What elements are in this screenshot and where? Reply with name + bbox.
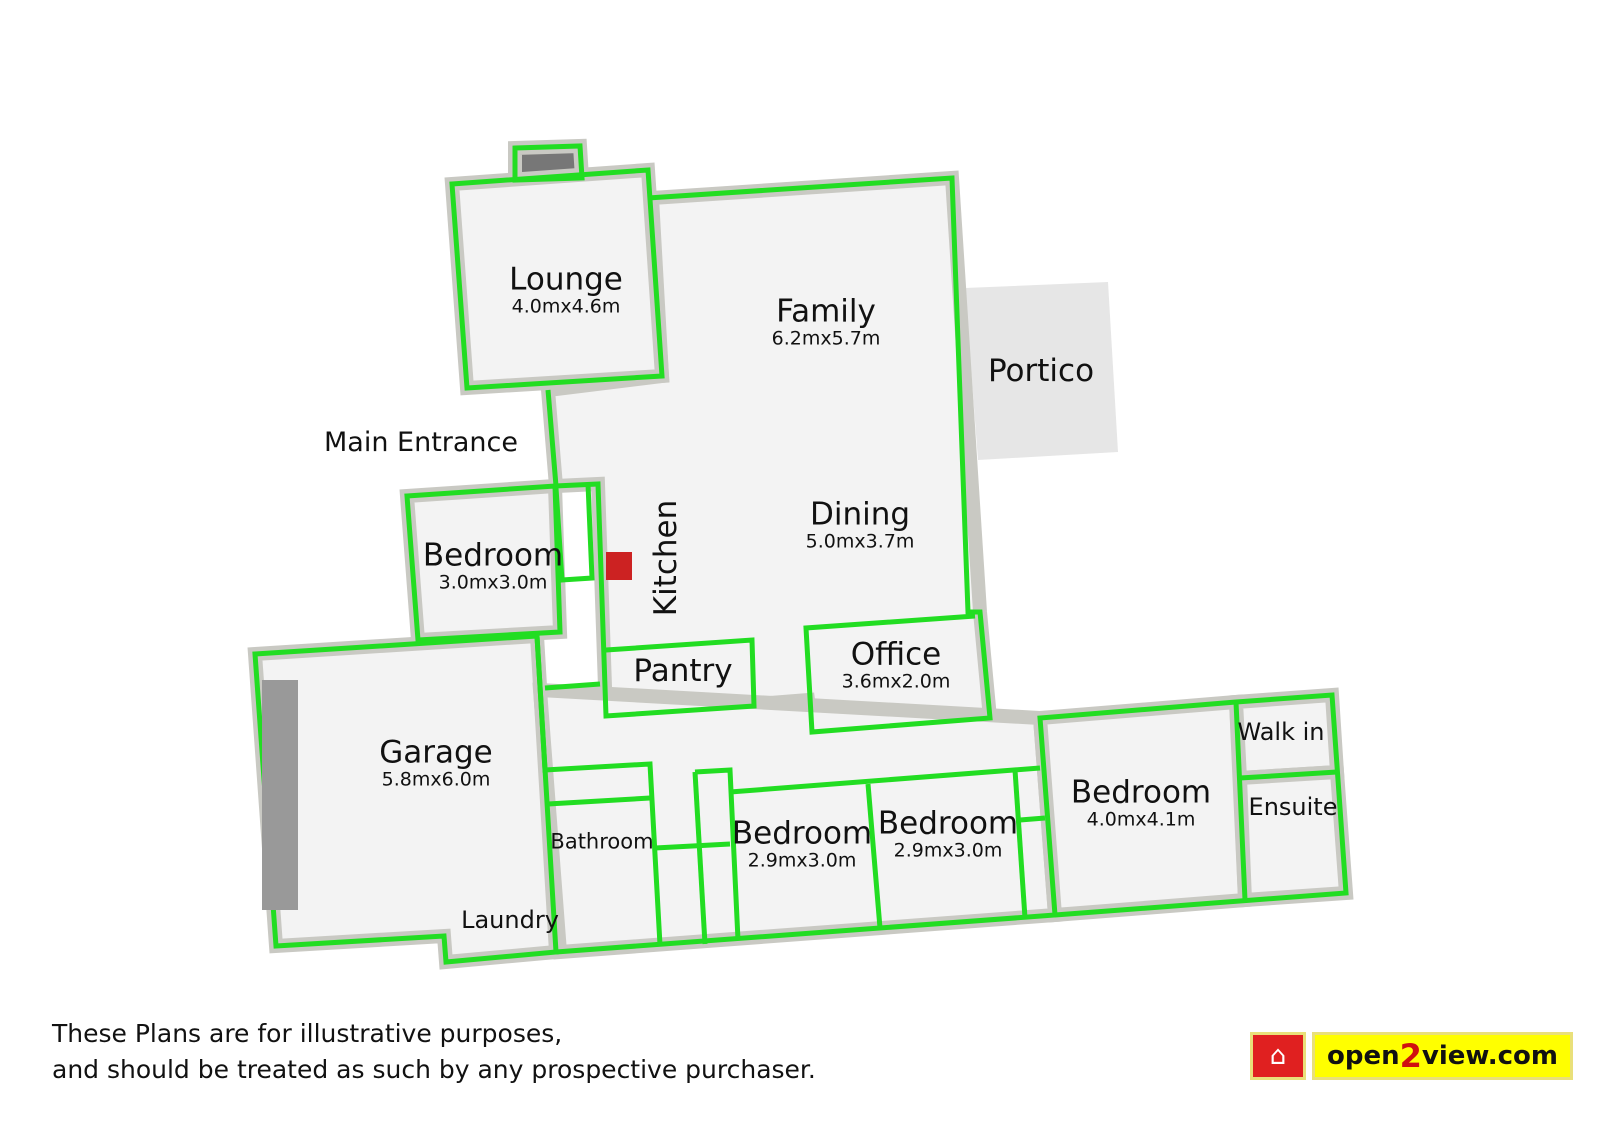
disclaimer-line-2: and should be treated as such by any pro…	[52, 1055, 816, 1084]
bathroom-label: Bathroom	[550, 829, 654, 854]
ensuite-room	[1232, 764, 1354, 908]
portico-label: Portico	[987, 352, 1095, 389]
pantry-label: Pantry	[633, 652, 733, 689]
disclaimer: These Plans are for illustrative purpose…	[52, 1016, 816, 1088]
portico-area	[965, 282, 1118, 460]
house-icon: ⌂	[1250, 1032, 1306, 1080]
laundry-label: Laundry	[461, 905, 559, 934]
kitchen-label: Kitchen	[647, 499, 684, 617]
ensuite-label: Ensuite	[1248, 792, 1338, 821]
main-entrance-label: Main Entrance	[323, 427, 519, 459]
disclaimer-line-1: These Plans are for illustrative purpose…	[52, 1019, 563, 1048]
walk-in-label: Walk in	[1237, 717, 1325, 746]
